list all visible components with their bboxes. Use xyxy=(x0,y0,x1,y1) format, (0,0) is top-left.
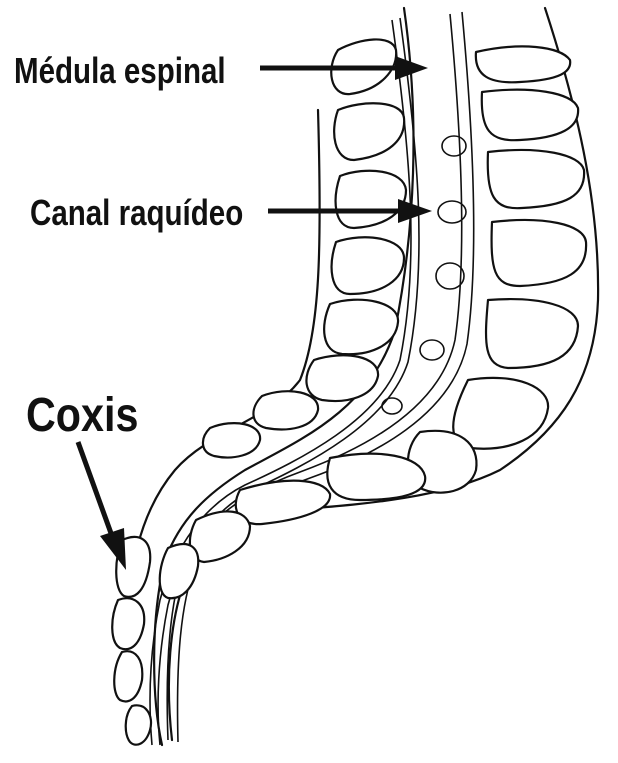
vertebrae xyxy=(158,45,588,600)
label-coccyx: Coxis xyxy=(26,389,139,442)
label-spinal-cord: Médula espinal xyxy=(14,50,226,91)
coccyx-bones xyxy=(111,535,153,746)
arrow-head-spinal-canal xyxy=(398,199,432,223)
pointer-arrows xyxy=(75,56,432,570)
spinal-canal-holes xyxy=(381,135,467,415)
arrow-head-coccyx xyxy=(100,528,126,570)
posterior-processes xyxy=(201,38,408,459)
label-spinal-canal: Canal raquídeo xyxy=(30,192,244,233)
arrow-head-spinal-cord xyxy=(395,56,428,80)
